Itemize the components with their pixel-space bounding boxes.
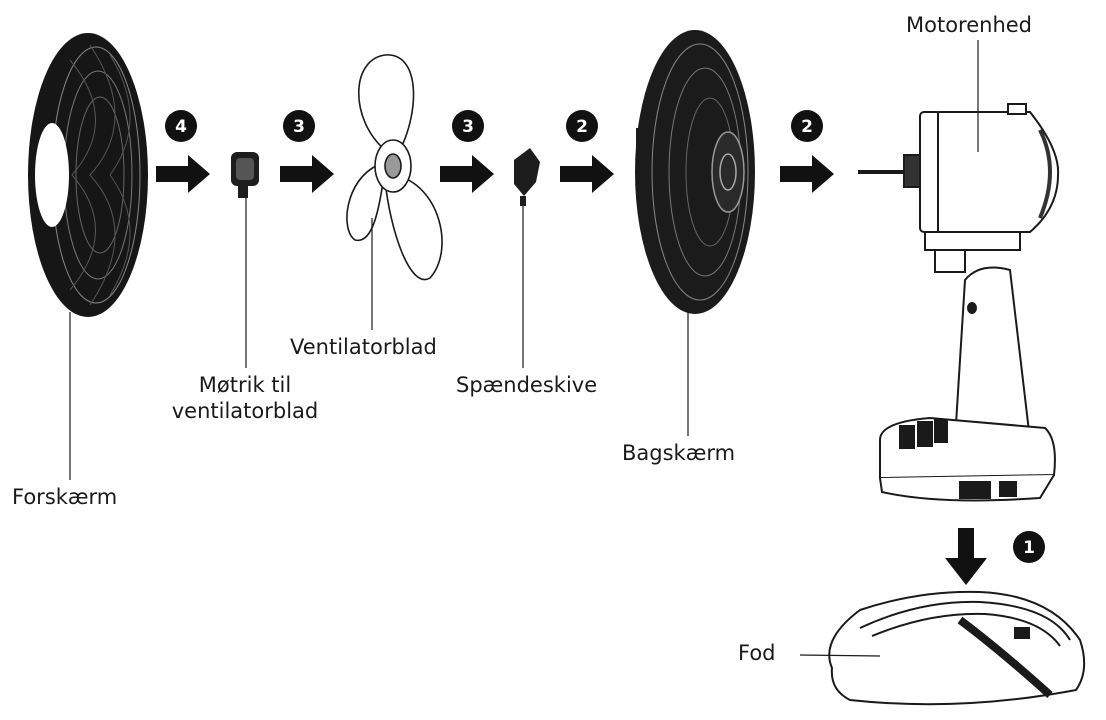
step-number: 3 [462,117,474,137]
step-badge-1: 1 [1013,531,1045,563]
leader-lines [69,40,979,657]
step-number: 3 [293,117,305,137]
blade-nut [231,152,259,198]
base-foot [828,590,1086,706]
motor-unit [858,103,1060,273]
step-number: 2 [801,117,813,137]
rear-guard [635,30,755,314]
label-rear-guard: Bagskærm [622,441,736,465]
step-badge-4: 4 [165,110,197,142]
label-blade-nut: Møtrik til ventilatorblad [150,372,340,425]
label-fan-blade: Ventilatorblad [290,335,437,359]
fan-blade [346,54,443,281]
label-clamp-washer: Spændeskive [456,373,598,397]
clamp-washer [514,148,540,206]
step-badge-2a: 2 [566,110,598,142]
label-front-guard: Forskærm [12,485,118,509]
label-blade-nut-line1: Møtrik til [198,373,292,397]
step-number: 4 [175,117,187,137]
label-blade-nut-line2: ventilatorblad [171,399,319,424]
stand-column [879,266,1056,502]
arrows [156,155,987,585]
front-guard [28,33,148,317]
step-number: 1 [1023,538,1035,558]
step-badge-2b: 2 [791,110,823,142]
label-motor-unit: Motorenhed [906,13,1033,37]
step-badge-3a: 3 [283,110,315,142]
label-base: Fod [738,641,776,665]
step-number: 2 [576,117,588,137]
step-badge-3b: 3 [452,110,484,142]
